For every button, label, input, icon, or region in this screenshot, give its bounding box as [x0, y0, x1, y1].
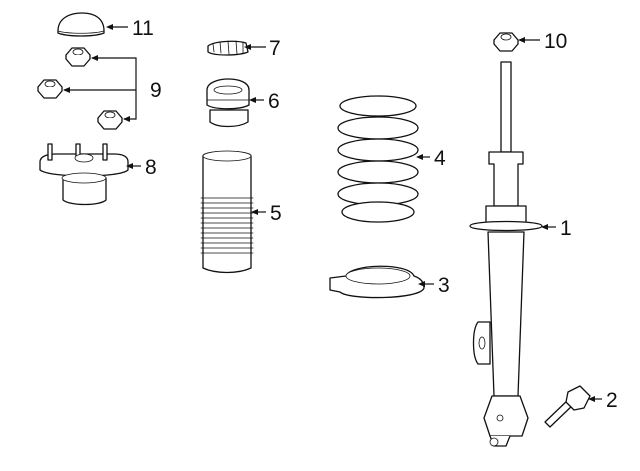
part-9-nut-c [97, 110, 123, 130]
part-9-nut-a [65, 47, 91, 67]
callout-3: 3 [438, 274, 450, 297]
part-9-nut-b [37, 79, 63, 99]
part-3-spring-seat [329, 265, 425, 299]
leader-arrowheads [63, 24, 595, 402]
part-2-bolt [544, 385, 591, 428]
callout-10: 10 [544, 30, 567, 53]
part-5-dust-boot [200, 150, 254, 274]
part-4-coil-spring [337, 95, 419, 223]
callout-1: 1 [560, 217, 572, 240]
callout-11: 11 [132, 17, 154, 40]
callout-8: 8 [145, 156, 157, 179]
leader-lines [64, 26, 602, 400]
callout-5: 5 [270, 202, 282, 225]
part-1-strut-assembly [469, 61, 543, 447]
part-6-jounce-bumper [206, 78, 250, 128]
callout-9: 9 [150, 79, 162, 102]
callout-7: 7 [269, 37, 281, 60]
callout-2: 2 [606, 389, 618, 412]
part-7-bump-stop-cap [207, 40, 249, 56]
callout-labels: 11 7 9 6 4 8 5 3 1 2 10 [132, 17, 618, 412]
callout-4: 4 [434, 147, 446, 170]
part-11-cap [57, 12, 105, 37]
part-10-top-nut [493, 32, 519, 52]
part-8-strut-mount [39, 143, 129, 206]
callout-6: 6 [268, 90, 280, 113]
